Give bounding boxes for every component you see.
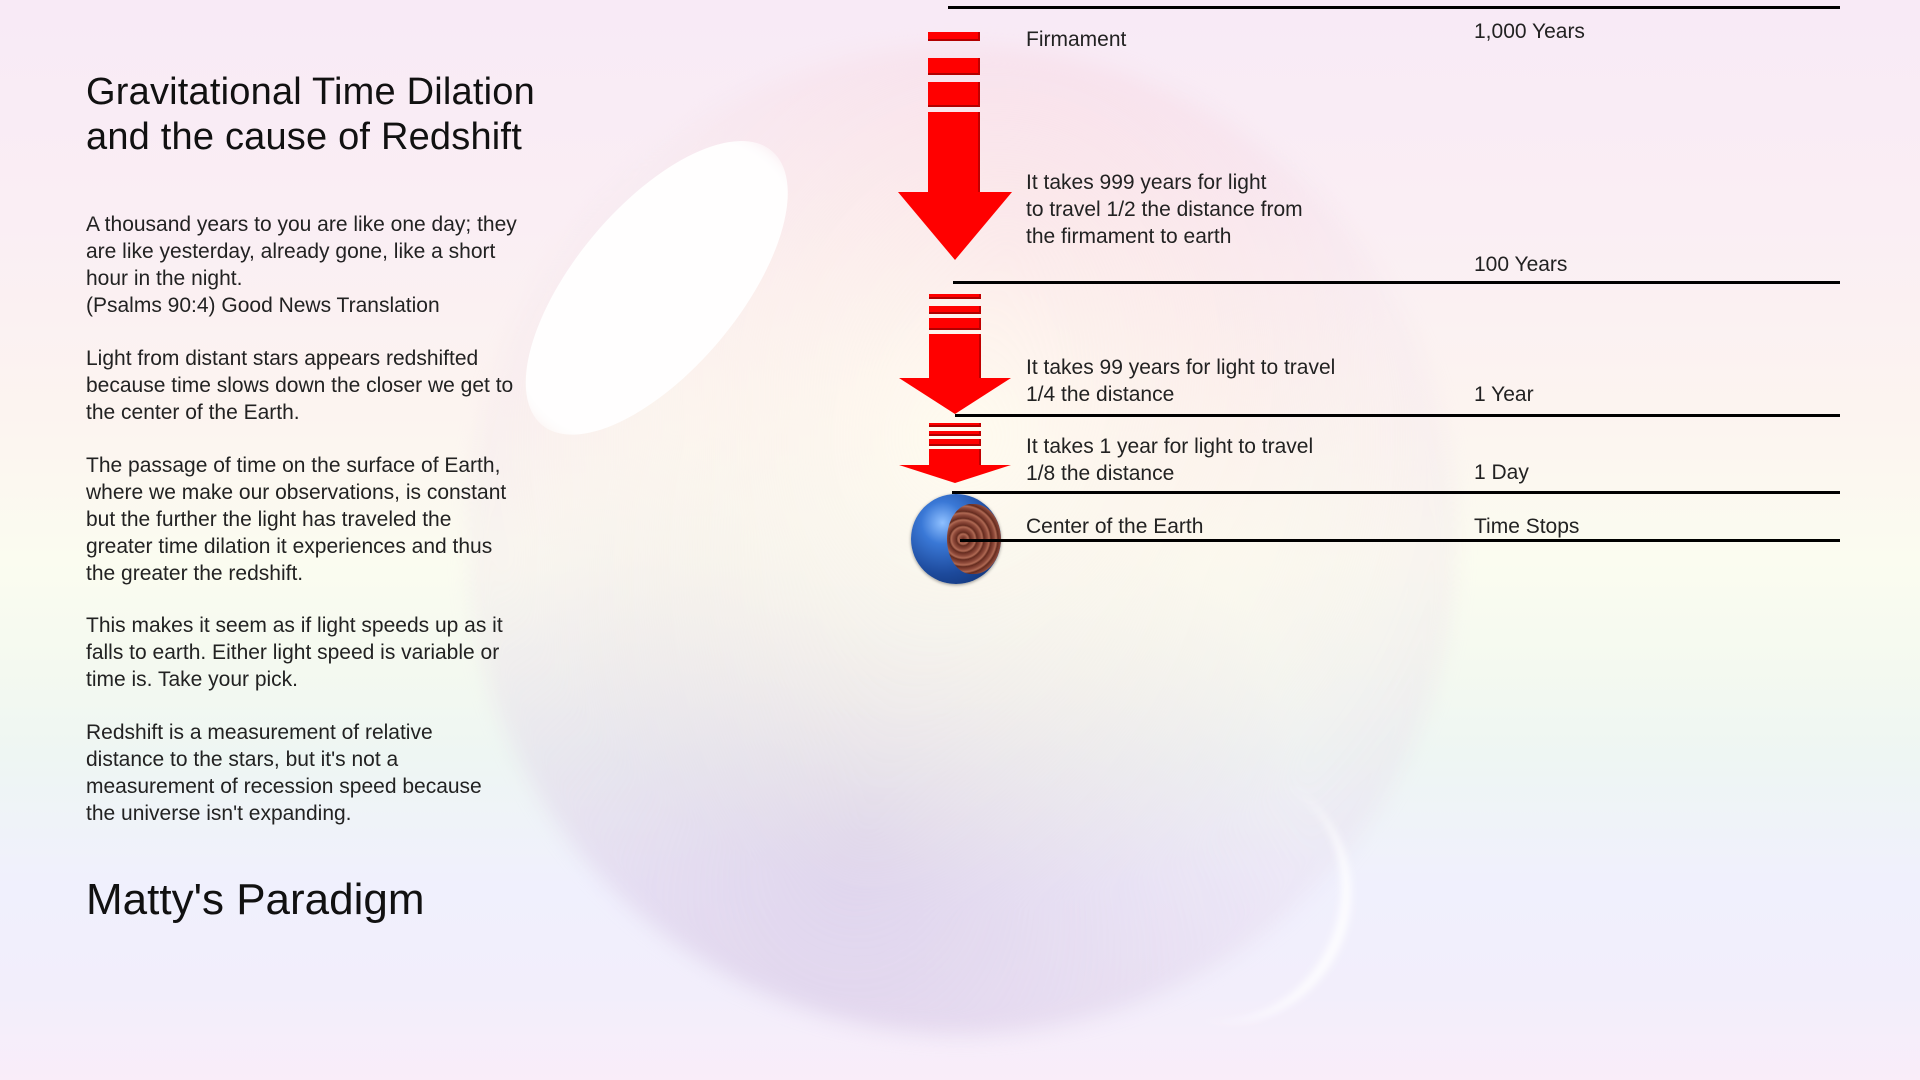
title-line-1: Gravitational Time Dilation — [86, 71, 535, 113]
arrow-stripe — [928, 58, 980, 75]
psalm-quote: A thousand years to you are like one day… — [86, 213, 517, 317]
arrow-shaft — [929, 449, 981, 466]
arrow-stripe — [929, 318, 981, 330]
level-line-center-of-earth — [960, 539, 1840, 542]
time-label-1-day: 1 Day — [1474, 461, 1529, 484]
level-line-100-years — [953, 281, 1840, 284]
signature: Matty's Paradigm — [86, 875, 425, 924]
arrow-stripe — [929, 306, 981, 314]
level-name-firmament: Firmament — [1026, 28, 1127, 51]
paragraph-redshift-measurement: Redshift is a measurement of relative di… — [86, 721, 482, 825]
level-line-firmament — [948, 6, 1840, 9]
time-label-100-years: 100 Years — [1474, 253, 1568, 276]
time-label-1-year: 1 Year — [1474, 383, 1534, 406]
red-down-arrow-icon — [898, 423, 1012, 493]
level-name-center-of-earth: Center of the Earth — [1026, 515, 1204, 538]
arrow-head — [899, 465, 1011, 483]
level-line-1-day — [952, 491, 1840, 494]
arrow-stripe — [929, 431, 981, 436]
title-line-2: and the cause of Redshift — [86, 116, 522, 158]
level-line-1-year — [955, 414, 1840, 417]
description-999-years: It takes 999 years for light to travel 1… — [1026, 171, 1303, 248]
arrow-head — [899, 378, 1011, 414]
arrow-stripe — [928, 32, 980, 41]
description-99-years: It takes 99 years for light to travel 1/… — [1026, 356, 1336, 406]
page-title: Gravitational Time Dilation and the caus… — [86, 70, 535, 160]
time-label-1000-years: 1,000 Years — [1474, 20, 1585, 43]
arrow-head — [898, 192, 1012, 260]
paragraph-redshift-cause: Light from distant stars appears redshif… — [86, 347, 514, 424]
red-down-arrow-icon — [898, 294, 1012, 414]
arrow-shaft — [928, 112, 980, 194]
arrow-stripe — [929, 423, 981, 427]
arrow-stripe — [929, 294, 981, 299]
red-down-arrow-icon — [898, 30, 1012, 260]
arrow-shaft — [929, 334, 981, 380]
description-1-year: It takes 1 year for light to travel 1/8 … — [1026, 435, 1314, 485]
paragraph-light-speed: This makes it seem as if light speeds up… — [86, 614, 503, 691]
arrow-stripe — [928, 82, 980, 107]
time-label-time-stops: Time Stops — [1474, 515, 1580, 538]
arrow-stripe — [929, 439, 981, 446]
paragraph-time-passage: The passage of time on the surface of Ea… — [86, 454, 507, 585]
